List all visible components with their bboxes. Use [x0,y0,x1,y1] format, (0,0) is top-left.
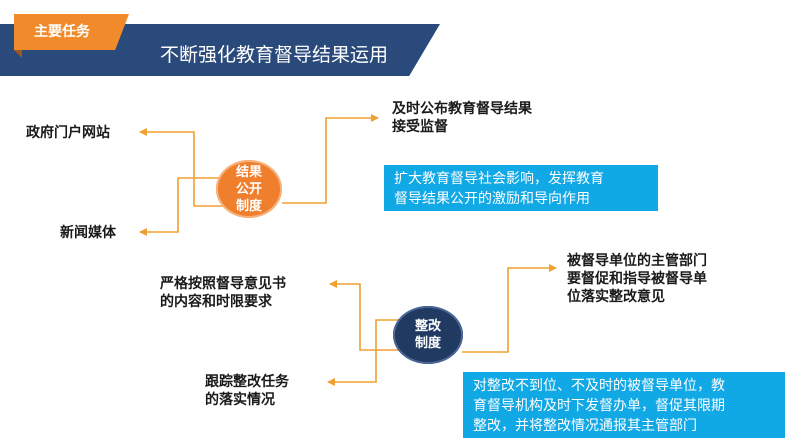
page-title: 不断强化教育督导结果运用 [160,44,389,66]
label-line: 位落实整改意见 [567,289,665,305]
circle-line: 公开 [235,181,262,197]
label-line: 的内容和时限要求 [160,294,272,310]
label-line: 跟踪整改任务 [205,374,289,390]
note-line: 整改，并将整改情况通报其主管部门 [473,418,697,434]
note-line: 督导结果公开的激励和导向作用 [394,191,590,207]
note-line: 扩大教育督导社会影响，发挥教育 [394,171,604,187]
rectification-circle: 整改 制度 [393,306,463,364]
arrow-to-strict-requirements [329,280,400,351]
arrow-to-track-tasks [327,319,400,386]
results-publicity-circle: 结果 公开 制度 [216,160,282,218]
arrow-to-gov-portal [139,128,228,207]
news-media-label: 新闻媒体 [60,225,116,241]
section-tag-label: 主要任务 [34,24,90,40]
circle-line: 制度 [414,336,441,351]
tag-fold [14,50,22,58]
note-line: 对整改不到位、不及时的被督导单位，教 [473,378,725,394]
section-tag [14,14,129,50]
label-line: 接受监督 [392,119,448,135]
label-line: 严格按照督导意见书 [160,276,286,292]
circle-line: 制度 [235,198,262,214]
track-tasks-label: 跟踪整改任务 的落实情况 [205,373,289,409]
arrow-to-news-media [139,177,228,236]
note-line: 育督导机构及时下发督办单，督促其限期 [473,398,725,414]
label-line: 要督促和指导被督导单 [567,271,707,287]
label-line: 的落实情况 [205,392,275,408]
publish-results-label: 及时公布教育督导结果 接受监督 [392,100,532,136]
supervisor-dept-label: 被督导单位的主管部门 要督促和指导被督导单 位落实整改意见 [567,252,707,306]
circle-line: 整改 [414,319,441,334]
publicity-note-box: 扩大教育督导社会影响，发挥教育 督导结果公开的激励和导向作用 [384,165,658,211]
arrow-to-supervisor [462,264,557,353]
arrow-to-publish [282,114,379,204]
label-line: 被督导单位的主管部门 [567,253,707,269]
strict-requirements-label: 严格按照督导意见书 的内容和时限要求 [160,275,286,311]
label-line: 及时公布教育督导结果 [392,101,532,117]
circle-line: 结果 [235,164,262,180]
gov-portal-label: 政府门户网站 [26,125,110,141]
rectification-note-box: 对整改不到位、不及时的被督导单位，教 育督导机构及时下发督办单，督促其限期 整改… [463,372,785,438]
